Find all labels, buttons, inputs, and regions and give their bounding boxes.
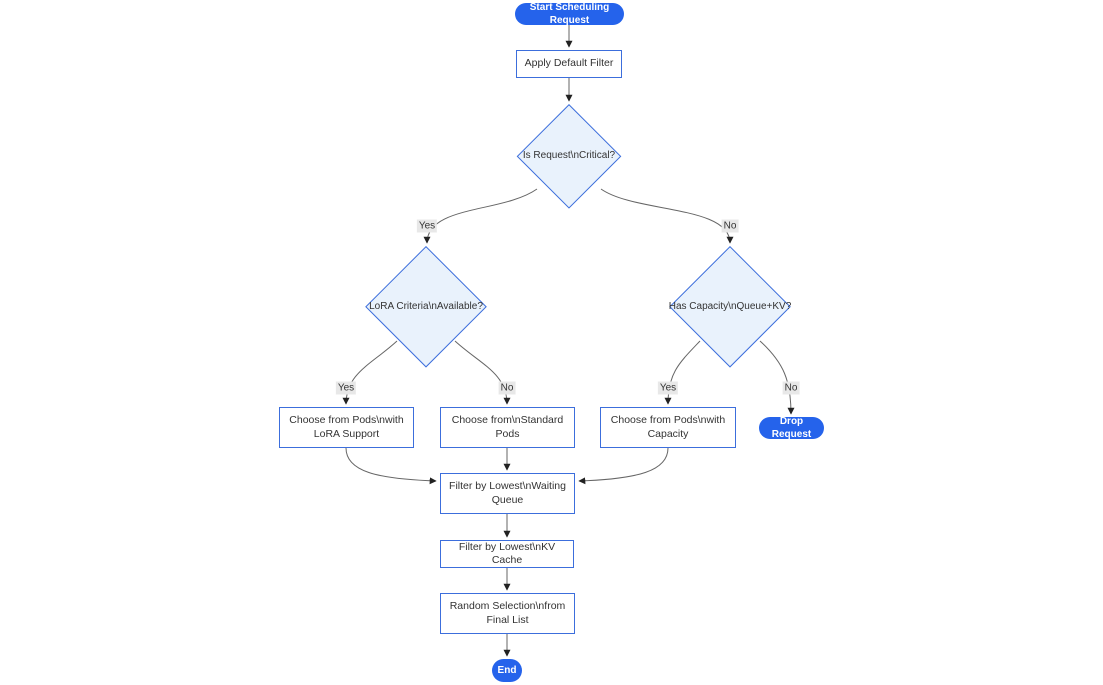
choose-capacity-pods-node: Choose from Pods\nwith Capacity [600, 407, 736, 448]
edge-lora-yes [342, 340, 398, 405]
start-node-label: Start Scheduling Request [529, 1, 610, 27]
has-capacity-decision: Has Capacity\nQueue+KV? [668, 245, 792, 369]
choose-standard-pods-label: Choose from\nStandard Pods [451, 414, 564, 440]
edge-capacity-yes [664, 340, 701, 405]
choose-lora-pods-node: Choose from Pods\nwith LoRA Support [279, 407, 414, 448]
random-selection-label: Random Selection\nfrom Final List [449, 600, 566, 626]
lora-criteria-decision: LoRA Criteria\nAvailable? [364, 245, 488, 369]
end-node-label: End [497, 664, 517, 676]
is-request-critical-decision: Is Request\nCritical? [517, 104, 621, 208]
edge-label-capacity-no: No [782, 381, 800, 395]
edge-label-lora-no: No [498, 381, 516, 395]
filter-kv-cache-label: Filter by Lowest\nKV Cache [458, 540, 556, 567]
random-selection-node: Random Selection\nfrom Final List [440, 593, 575, 634]
apply-default-filter-node: Apply Default Filter [516, 50, 622, 78]
has-capacity-label: Has Capacity\nQueue+KV? [668, 301, 792, 313]
edge-capacitybox-to-filterqueue [578, 447, 669, 485]
choose-lora-pods-label: Choose from Pods\nwith LoRA Support [289, 414, 404, 440]
drop-request-node: Drop Request [759, 415, 824, 441]
edge-lora-no [454, 340, 511, 405]
filter-waiting-queue-node: Filter by Lowest\nWaiting Queue [440, 473, 575, 514]
filter-waiting-queue-label: Filter by Lowest\nWaiting Queue [449, 480, 566, 506]
start-node: Start Scheduling Request [515, 1, 624, 27]
edge-label-lora-yes: Yes [335, 381, 357, 395]
edge-label-critical-no: No [721, 219, 739, 233]
edge-label-critical-yes: Yes [416, 219, 438, 233]
drop-request-label: Drop Request [771, 415, 812, 441]
edge-label-capacity-yes: Yes [657, 381, 679, 395]
choose-standard-pods-node: Choose from\nStandard Pods [440, 407, 575, 448]
edge-lorabox-to-filterqueue [345, 447, 437, 485]
lora-criteria-label: LoRA Criteria\nAvailable? [369, 301, 483, 313]
choose-capacity-pods-label: Choose from Pods\nwith Capacity [610, 414, 726, 440]
filter-kv-cache-node: Filter by Lowest\nKV Cache [440, 540, 574, 568]
apply-default-filter-label: Apply Default Filter [524, 57, 614, 70]
edge-capacity-no [759, 340, 795, 415]
end-node: End [492, 659, 522, 682]
is-request-critical-label: Is Request\nCritical? [522, 150, 616, 162]
